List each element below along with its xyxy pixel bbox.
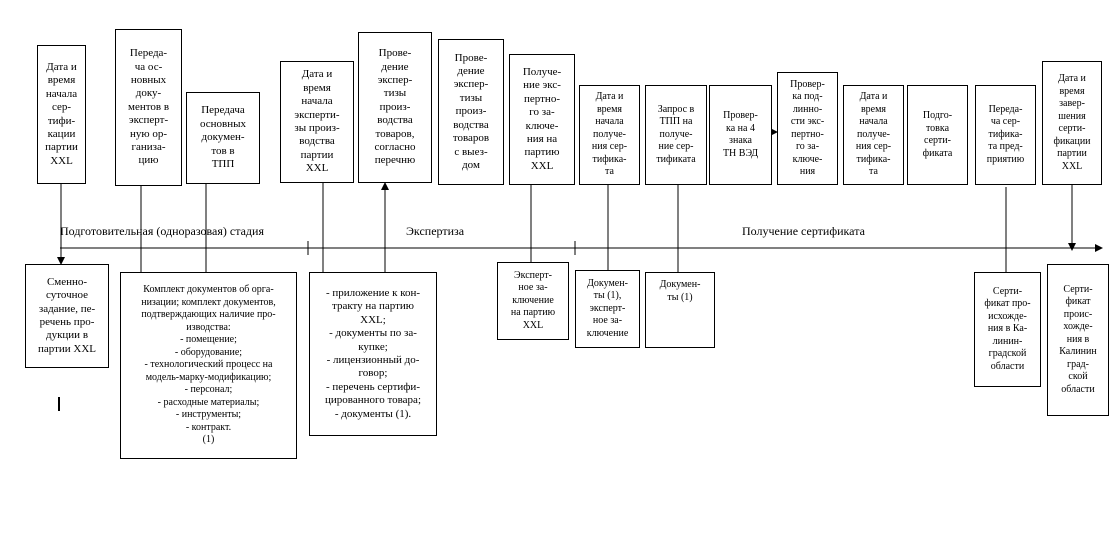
top-box-text: Провер- ка на 4 знака ТН ВЭД	[722, 110, 759, 159]
top-box-receive-expert-conclusion: Получе- ние экс- пертно- го за- ключе- н…	[509, 54, 575, 185]
text-cursor	[58, 397, 60, 411]
top-box-start-certificate-2: Дата и время начала получе- ния сер- тиф…	[843, 85, 904, 185]
bottom-box-docs-and-conclusion: Докумен- ты (1), эксперт- ное за- ключен…	[575, 270, 640, 348]
top-box-start-expertise: Дата и время начала эксперти- зы произ- …	[280, 61, 354, 183]
top-box-transfer-docs-tpp: Передача основных докумен- тов в ТПП	[186, 92, 260, 184]
top-box-start-certification: Дата и время начала сер- тифи- кации пар…	[37, 45, 86, 184]
top-box-text: Прове- дение экспер- тизы произ- водства…	[452, 51, 490, 171]
top-box-text: Переда- ча сер- тифика- та пред- приятию	[986, 103, 1025, 165]
top-box-text: Дата и время начала получе- ния сер- тиф…	[591, 91, 628, 178]
stage-label-certificate: Получение сертификата	[742, 224, 865, 238]
bottom-box-expert-conclusion: Эксперт- ное за- ключение на партию XXL	[497, 262, 569, 340]
bottom-box-text: Сменно- суточное задание, пе- речень про…	[37, 275, 97, 355]
top-box-text: Подго- товка серти- фиката	[922, 110, 953, 159]
bottom-box-text: Докумен- ты (1)	[659, 279, 701, 303]
top-box-expertise-per-list: Прове- дение экспер- тизы произ- водства…	[358, 32, 432, 183]
top-box-transfer-certificate: Переда- ча сер- тифика- та пред- приятию	[975, 85, 1036, 185]
bottom-box-text: Эксперт- ное за- ключение на партию XXL	[510, 269, 556, 331]
top-box-text: Передача основных докумен- тов в ТПП	[199, 104, 246, 171]
top-box-text: Дата и время начала эксперти- зы произ- …	[294, 68, 340, 175]
bottom-box-certificate-origin: Серти- фикат про- исхожде- ния в Ка- лин…	[974, 272, 1041, 387]
bottom-box-contract-appendix: - приложение к кон- тракту на партию XXL…	[309, 272, 437, 436]
bottom-box-text: Серти- фикат про- исхожде- ния в Ка- лин…	[984, 285, 1031, 372]
bottom-box-shift-task: Сменно- суточное задание, пе- речень про…	[25, 264, 109, 368]
top-box-check-authenticity: Провер- ка под- линно- сти экс- пертно- …	[777, 72, 838, 185]
top-box-text: Дата и время начала сер- тифи- кации пар…	[45, 60, 78, 167]
top-box-text: Прове- дение экспер- тизы произ- водства…	[374, 47, 416, 167]
bottom-box-text: - приложение к кон- тракту на партию XXL…	[325, 286, 421, 420]
bottom-box-text: Комплект документов об орга- низации; ко…	[141, 284, 276, 446]
top-box-request-tpp: Запрос в ТПП на получе- ние сер- тификат…	[645, 85, 707, 185]
bottom-box-org-documents: Комплект документов об орга- низации; ко…	[120, 272, 297, 459]
stage-label-preparatory: Подготовительная (одноразовая) стадия	[60, 224, 264, 238]
top-box-end-certification: Дата и время завер- шения серти- фикации…	[1042, 61, 1102, 185]
top-box-text: Дата и время завер- шения серти- фикации…	[1053, 73, 1091, 172]
top-box-text: Дата и время начала получе- ния сер- тиф…	[855, 91, 892, 178]
bottom-box-text: Серти- фикат проис- хожде- ния в Калинин…	[1059, 283, 1097, 395]
top-box-start-certificate: Дата и время начала получе- ния сер- тиф…	[579, 85, 640, 185]
bottom-box-docs: Докумен- ты (1)	[645, 272, 715, 348]
top-box-text: Запрос в ТПП на получе- ние сер- тификат…	[656, 103, 696, 165]
bottom-box-certificate-origin-2: Серти- фикат проис- хожде- ния в Калинин…	[1047, 264, 1109, 416]
top-box-expertise-on-site: Прове- дение экспер- тизы произ- водства…	[438, 39, 504, 185]
top-box-prepare-certificate: Подго- товка серти- фиката	[907, 85, 968, 185]
top-box-check-tn-ved: Провер- ка на 4 знака ТН ВЭД	[709, 85, 772, 185]
top-box-text: Переда- ча ос- новных доку- ментов в экс…	[127, 47, 170, 167]
top-box-text: Провер- ка под- линно- сти экс- пертно- …	[790, 78, 825, 178]
top-box-text: Получе- ние экс- пертно- го за- ключе- н…	[522, 65, 562, 172]
top-box-transfer-docs-expert: Переда- ча ос- новных доку- ментов в экс…	[115, 29, 182, 186]
bottom-box-text: Докумен- ты (1), эксперт- ное за- ключен…	[586, 277, 629, 339]
stage-label-expertise: Экспертиза	[406, 224, 465, 238]
